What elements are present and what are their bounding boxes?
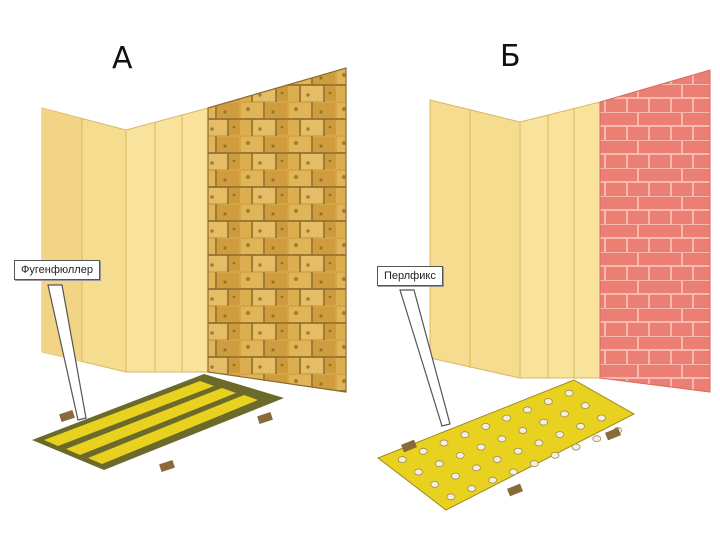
adhesive-dab (467, 485, 477, 492)
adhesive-dab (430, 480, 440, 488)
adhesive-dab (418, 447, 428, 455)
drywall-sheet (429, 99, 521, 379)
adhesive-dab (571, 443, 581, 451)
drywall-sheet (519, 101, 601, 379)
batten (59, 410, 75, 422)
adhesive-dab (529, 460, 539, 468)
board-stripe (66, 388, 236, 455)
adhesive-dab (476, 443, 486, 451)
adhesive-dab (534, 439, 544, 447)
batten (605, 427, 621, 441)
adhesive-dab (550, 451, 560, 459)
adhesive-dab (446, 493, 456, 501)
adhesive-dab (488, 476, 498, 484)
adhesive-dab (481, 422, 491, 430)
panel-a (32, 67, 347, 472)
adhesive-dab (509, 468, 518, 476)
adhesive-dab (471, 464, 481, 472)
adhesive-dab (597, 414, 606, 422)
adhesive-dab (439, 439, 449, 447)
callout-pointer (399, 289, 451, 427)
batten (257, 412, 273, 424)
adhesive-dab (518, 427, 528, 434)
adhesive-dab (592, 435, 602, 443)
adhesive-dab (451, 472, 460, 480)
adhesive-dab (580, 402, 590, 410)
callout-label-b: Перлфикс (377, 266, 443, 286)
adhesive-dab (576, 422, 585, 430)
adhesive-dab (414, 468, 423, 476)
adhesive-dabs (397, 389, 623, 501)
stone-block-wall (207, 67, 347, 393)
batten (401, 439, 417, 453)
adhesive-dab (502, 414, 512, 422)
board-stripe (88, 395, 258, 464)
panel-b (376, 69, 711, 511)
board-stripe (44, 381, 214, 446)
drywall-sheet (125, 107, 209, 373)
adhesive-dab (497, 435, 507, 443)
adhesive-dab (539, 418, 548, 426)
adhesive-dab (555, 431, 565, 439)
red-brick-wall (599, 69, 711, 393)
adhesive-dab (564, 389, 574, 397)
adhesive-dab (492, 456, 502, 463)
callout-pointer (47, 284, 87, 421)
adhesive-dab (543, 398, 553, 405)
batten (507, 483, 523, 497)
adhesive-dab (455, 451, 465, 459)
adhesive-dab (397, 456, 407, 464)
adhesive-dab (513, 447, 523, 455)
gypsum-board (376, 379, 636, 511)
adhesive-dab (560, 410, 569, 418)
adhesive-dab (523, 406, 532, 414)
batten (159, 460, 175, 472)
panel-letter-a: А (112, 41, 133, 76)
adhesive-dab (434, 460, 444, 468)
adhesive-dab (460, 431, 470, 439)
panel-letter-b: Б (500, 39, 521, 74)
callout-label-a: Фугенфюллер (14, 260, 100, 280)
